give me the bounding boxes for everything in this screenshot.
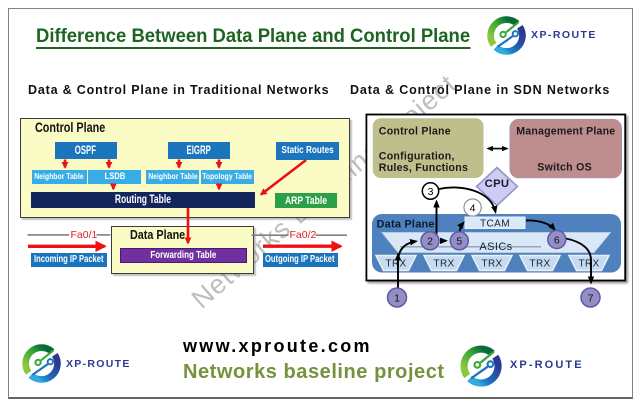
svg-text:5: 5 xyxy=(456,236,462,248)
svg-text:Control Plane: Control Plane xyxy=(379,126,451,138)
svg-text:3: 3 xyxy=(428,186,434,198)
svg-text:TRX: TRX xyxy=(434,259,455,270)
svg-text:6: 6 xyxy=(554,234,560,246)
svg-text:TRX: TRX xyxy=(579,259,600,270)
svg-text:ASICs: ASICs xyxy=(479,241,512,253)
svg-text:Data Plane: Data Plane xyxy=(377,218,435,230)
svg-text:Management Plane: Management Plane xyxy=(516,126,615,138)
svg-text:Switch OS: Switch OS xyxy=(537,162,592,174)
svg-text:TRX: TRX xyxy=(530,259,551,270)
svg-text:TCAM: TCAM xyxy=(480,218,510,229)
svg-text:4: 4 xyxy=(470,202,476,214)
svg-text:2: 2 xyxy=(427,236,433,248)
svg-text:1: 1 xyxy=(394,292,400,304)
svg-text:Configuration,: Configuration, xyxy=(379,151,455,163)
svg-text:TRX: TRX xyxy=(386,259,407,270)
svg-text:TRX: TRX xyxy=(482,259,503,270)
svg-text:7: 7 xyxy=(588,292,594,304)
svg-text:CPU: CPU xyxy=(485,178,510,190)
svg-text:Rules, Functions: Rules, Functions xyxy=(379,162,468,174)
